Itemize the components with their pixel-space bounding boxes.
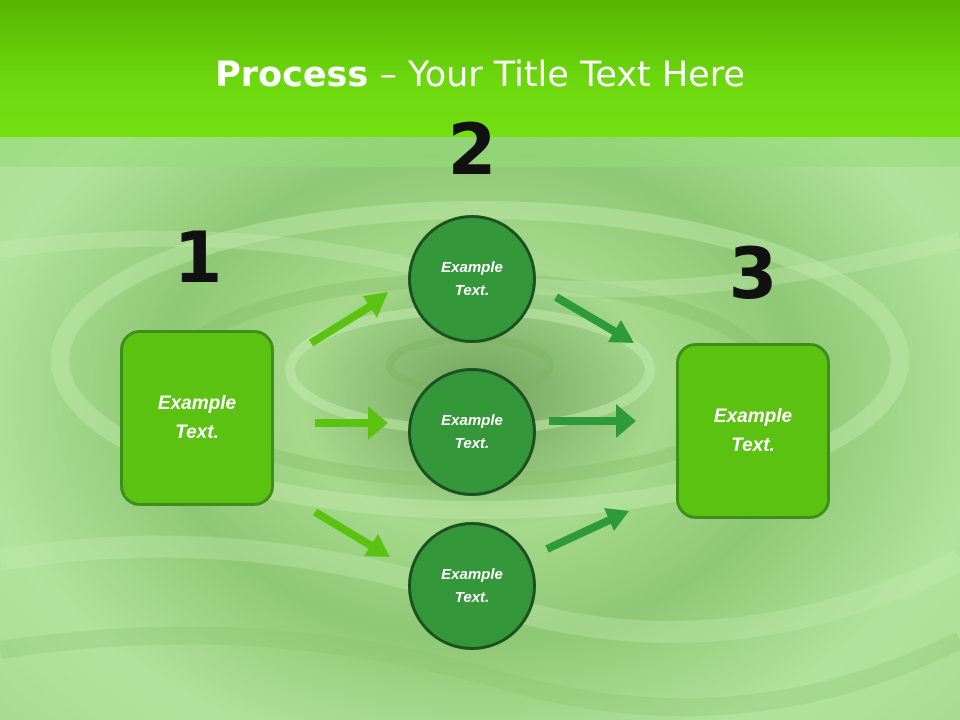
circle-top-text: Example Text. xyxy=(417,256,527,302)
step-3-line2: Text. xyxy=(731,435,775,456)
circle-bottom-text: Example Text. xyxy=(417,563,527,609)
title-rest: – Your Title Text Here xyxy=(368,55,745,95)
step-1-line2: Text. xyxy=(175,422,219,443)
title-bar xyxy=(0,0,960,137)
arrow-left-down xyxy=(312,508,390,557)
title-bold: Process xyxy=(215,55,369,95)
step-number-2: 2 xyxy=(447,109,497,191)
arrow-left-up xyxy=(308,292,388,347)
step-1-box: Example Text. xyxy=(120,330,274,506)
arrow-right-middle xyxy=(549,404,636,438)
step-3-text: Example Text. xyxy=(698,402,808,460)
slide-title: Process – Your Title Text Here xyxy=(0,52,960,98)
step-number-1: 1 xyxy=(173,217,223,299)
step-3-line1: Example xyxy=(713,406,793,427)
arrow-right-up xyxy=(545,508,629,553)
step-2-circle-middle: Example Text. xyxy=(408,368,536,496)
circle-bottom-line1: Example xyxy=(441,566,503,583)
circle-middle-text: Example Text. xyxy=(417,409,527,455)
step-1-line1: Example xyxy=(157,393,237,414)
step-1-text: Example Text. xyxy=(142,389,252,447)
circle-top-line1: Example xyxy=(441,259,503,276)
arrow-left-middle xyxy=(315,406,388,440)
circle-top-line2: Text. xyxy=(454,282,490,299)
circle-bottom-line2: Text. xyxy=(454,589,490,606)
arrow-right-down xyxy=(553,293,634,343)
step-2-circle-top: Example Text. xyxy=(408,215,536,343)
step-3-box: Example Text. xyxy=(676,343,830,519)
title-band xyxy=(0,137,960,167)
step-2-circle-bottom: Example Text. xyxy=(408,522,536,650)
circle-middle-line1: Example xyxy=(441,412,503,429)
circle-middle-line2: Text. xyxy=(454,435,490,452)
step-number-3: 3 xyxy=(728,233,778,315)
